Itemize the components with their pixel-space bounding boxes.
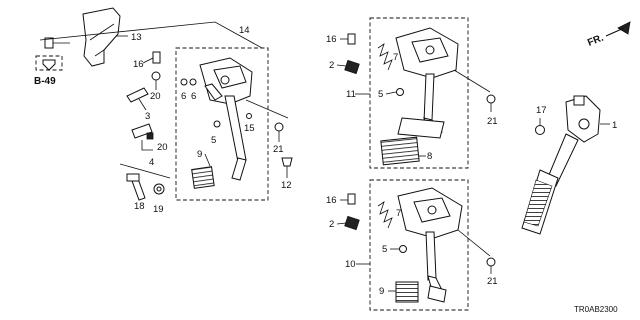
box-14 <box>175 47 269 201</box>
label-14: 14 <box>239 25 250 36</box>
b49-reference-arrow <box>35 55 63 71</box>
brake-pedal-pad-9 <box>191 166 215 189</box>
label-17: 17 <box>536 105 547 116</box>
label-2-lower: 2 <box>329 219 334 230</box>
lower-bracket <box>397 187 463 239</box>
accelerator-pedal-1 <box>521 95 610 235</box>
bolt-near-13 <box>44 37 70 49</box>
lower-stopper-2 <box>344 215 360 231</box>
label-5-upper: 5 <box>378 89 383 100</box>
label-2-upper: 2 <box>329 60 334 71</box>
box-11 <box>369 17 469 169</box>
upper-stopper-2 <box>344 59 360 75</box>
bolt-16-upper <box>347 33 356 45</box>
label-20-lower: 20 <box>157 142 168 153</box>
fastener-6-6 <box>180 78 197 86</box>
brake-pedal-arm <box>224 95 247 181</box>
box-10 <box>369 179 469 311</box>
pedal-pad-8 <box>380 136 420 166</box>
label-leaders <box>204 38 426 292</box>
label-16-left: 16 <box>133 59 144 70</box>
label-9-lower: 9 <box>379 286 384 297</box>
label-7-upper: 7 <box>393 52 398 63</box>
label-21-center: 21 <box>273 144 284 155</box>
nut-17 <box>535 118 545 135</box>
bolt-5-upper <box>396 88 404 96</box>
label-6b: 6 <box>191 91 196 102</box>
front-direction-label: FR. <box>586 33 605 49</box>
label-21-upper: 21 <box>487 116 498 127</box>
front-direction-arrow <box>605 21 631 37</box>
label-3: 3 <box>145 111 150 122</box>
nut-15 <box>246 113 252 119</box>
label-18: 18 <box>134 201 145 212</box>
leader-21-lower <box>457 229 491 257</box>
label-9-center: 9 <box>197 149 202 160</box>
nut-21-center <box>274 122 284 142</box>
bracket-13 <box>82 7 128 67</box>
label-20-upper: 20 <box>150 91 161 102</box>
upper-pedal-pad <box>397 117 445 139</box>
label-19: 19 <box>153 204 164 215</box>
label-10: 10 <box>345 259 356 270</box>
label-16-upper: 16 <box>326 34 337 45</box>
label-13: 13 <box>131 32 142 43</box>
leader-21-center <box>245 99 289 119</box>
label-6a: 6 <box>181 91 186 102</box>
bolt-5-center <box>213 120 221 128</box>
nut-21-lower <box>486 257 496 274</box>
label-15: 15 <box>244 123 255 134</box>
upper-spring-7 <box>377 43 393 71</box>
bolt-18 <box>126 173 146 201</box>
label-16-lower: 16 <box>326 195 337 206</box>
label-5-center: 5 <box>211 135 216 146</box>
b49-label: B-49 <box>34 76 56 87</box>
nut-20-upper <box>151 71 161 90</box>
switch-3 <box>126 87 149 111</box>
label-1: 1 <box>612 120 617 131</box>
label-11: 11 <box>346 89 356 100</box>
label-12: 12 <box>281 180 292 191</box>
stop-12 <box>281 157 293 178</box>
label-4: 4 <box>149 157 154 168</box>
bolt-16-lower <box>347 193 356 205</box>
leader-21-upper <box>453 69 491 93</box>
upper-bracket <box>395 27 459 79</box>
nut-19 <box>153 183 165 195</box>
switch-4 <box>131 123 154 151</box>
bolt-16-left <box>142 51 161 64</box>
nut-21-upper <box>486 94 496 112</box>
label-7-lower: 7 <box>396 208 401 219</box>
bolt-5-lower <box>399 245 407 253</box>
label-8: 8 <box>427 151 432 162</box>
lower-pedal-pad-9 <box>395 281 447 303</box>
leader-18-19 <box>119 163 171 179</box>
brake-pedal-bracket <box>199 57 253 105</box>
drawing-code: TR0AB2300 <box>574 305 618 314</box>
label-5-lower: 5 <box>382 244 387 255</box>
leader-14 <box>39 21 263 49</box>
label-21-lower: 21 <box>487 276 498 287</box>
lower-spring-7 <box>377 201 393 229</box>
